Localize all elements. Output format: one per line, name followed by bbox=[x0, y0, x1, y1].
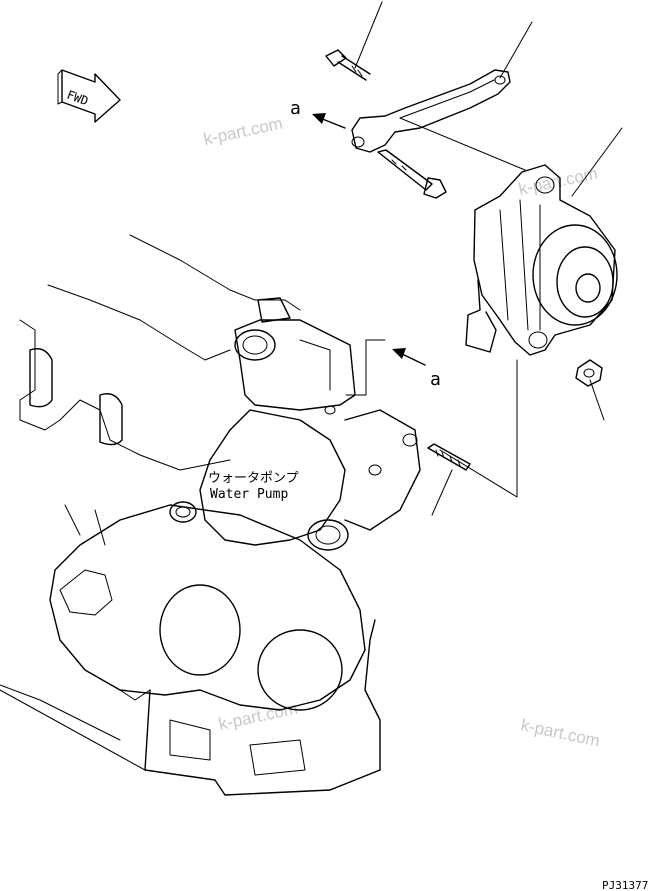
drawing-number: PJ31377 bbox=[602, 879, 648, 891]
fwd-arrow-icon: FWD bbox=[57, 69, 121, 123]
watermark-1: k-part.com bbox=[202, 114, 284, 149]
water-pump: ウォータポンプ Water Pump bbox=[169, 409, 421, 551]
callout-a-right-label: a bbox=[430, 369, 441, 390]
water-pump-label-en: Water Pump bbox=[210, 487, 288, 502]
leader-lines bbox=[345, 1, 623, 516]
callout-a-top: a bbox=[290, 98, 346, 129]
stud-bolt bbox=[427, 443, 471, 471]
adjust-bracket bbox=[351, 69, 511, 153]
nut bbox=[575, 359, 603, 387]
water-pump-label-jp: ウォータポンプ bbox=[208, 471, 299, 486]
top-bolt bbox=[325, 49, 371, 81]
callout-a-right: a bbox=[392, 348, 441, 390]
watermarks: k-part.com k-part.com k-part.com k-part.… bbox=[202, 114, 602, 751]
thermostat-housing bbox=[234, 297, 356, 415]
cylinder-block bbox=[0, 619, 381, 796]
watermark-2: k-part.com bbox=[517, 164, 599, 199]
callout-a-top-label: a bbox=[290, 98, 301, 119]
alternator bbox=[465, 164, 618, 356]
engine-upper-outline bbox=[19, 234, 301, 471]
timing-gear-case bbox=[49, 504, 366, 711]
watermark-4: k-part.com bbox=[519, 715, 601, 750]
fwd-label: FWD bbox=[65, 88, 90, 109]
long-bolt bbox=[377, 149, 447, 199]
watermark-3: k-part.com bbox=[217, 699, 299, 734]
